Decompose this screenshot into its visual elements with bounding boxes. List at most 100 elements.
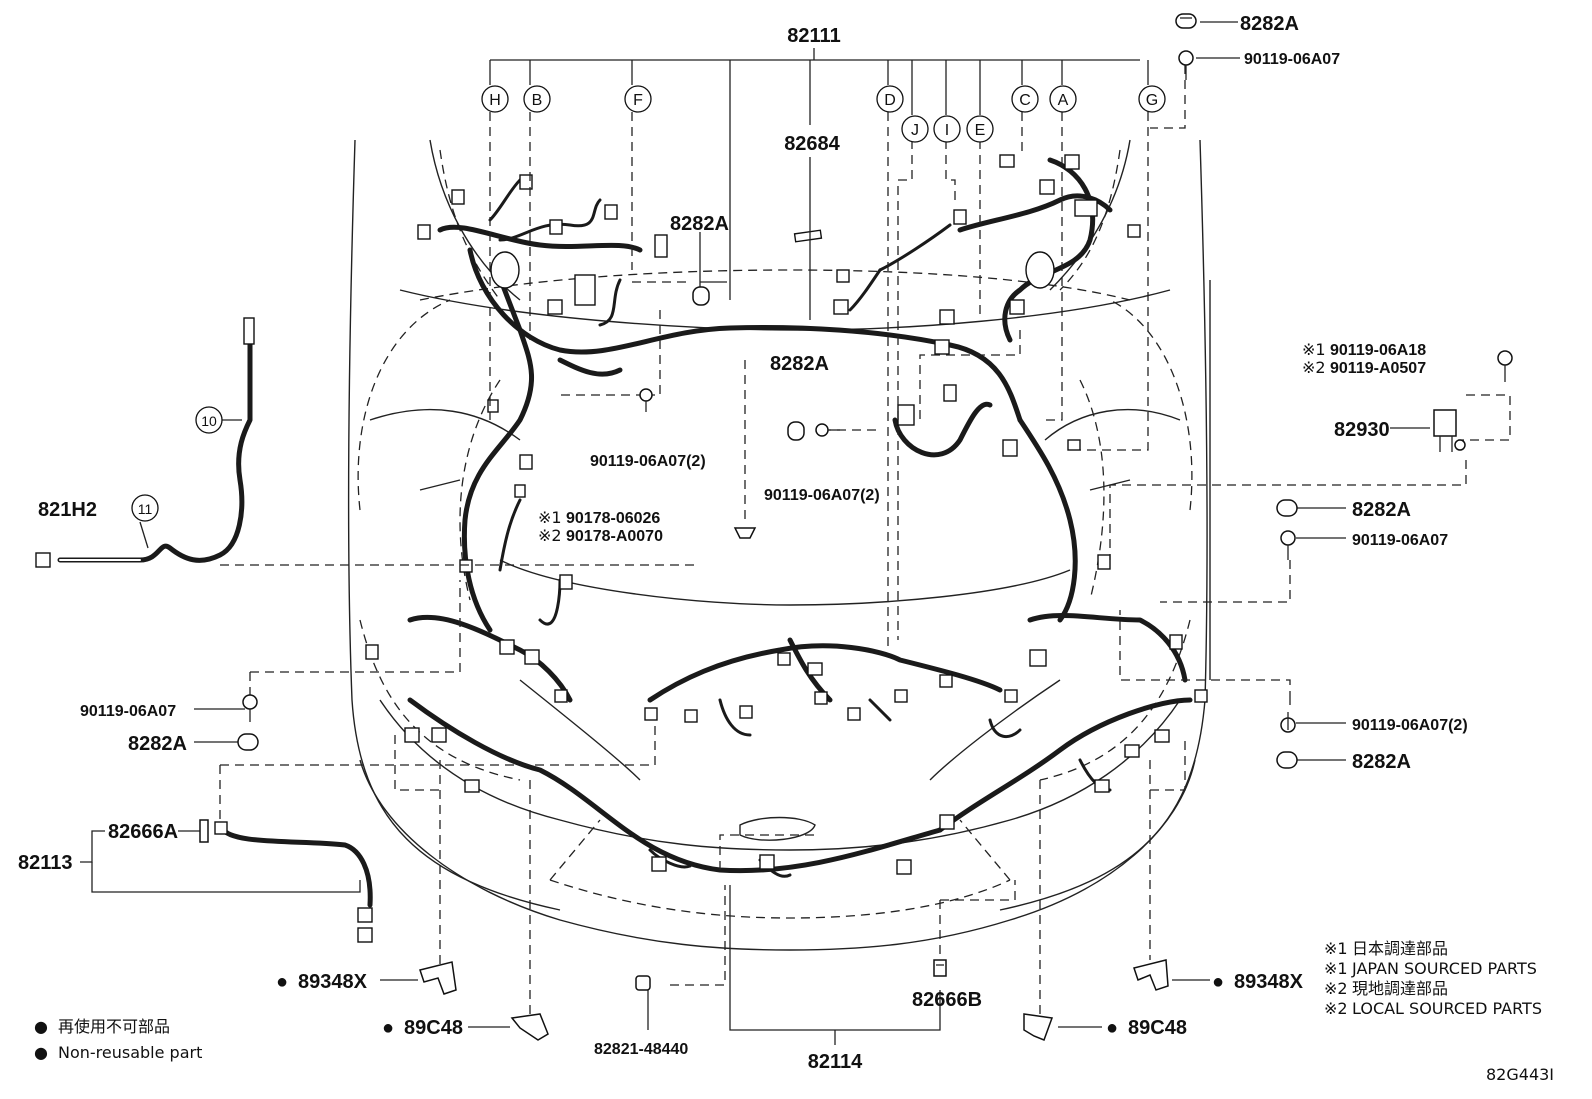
- bolt-icon: [1178, 50, 1194, 80]
- push-clip-icon: [733, 527, 757, 539]
- retainer-icon: [510, 1013, 549, 1041]
- label-89348x-left: 89348X: [298, 971, 368, 993]
- bracket-right-label: ● 89348X: [1212, 971, 1304, 993]
- part-icons: [199, 13, 1513, 1041]
- diagram-id: 82G443I: [1486, 1065, 1554, 1084]
- bracket-left-label: ● 89348X: [276, 971, 368, 993]
- legend-note2-jp: 現地調達部品: [1352, 979, 1448, 998]
- label-90178-a0070: 90178-A0070: [566, 528, 663, 545]
- clip-icon: [692, 286, 710, 306]
- note-mark-2: ※2: [1302, 358, 1326, 377]
- callout-b: B: [532, 92, 543, 109]
- clip-icon: [1276, 499, 1298, 517]
- relay-block-icon: [1433, 409, 1466, 452]
- non-reusable-bullet: ●: [1212, 971, 1224, 993]
- callout-11: 11: [138, 501, 153, 517]
- callout-j: J: [911, 122, 919, 139]
- dashed-leaders: [219, 65, 1511, 1015]
- note-mark-1: ※1: [1302, 340, 1326, 359]
- legend-mark-1-jp: ※1: [1324, 939, 1348, 958]
- label-82113: 82113: [18, 852, 73, 874]
- label-89c48-left: 89C48: [404, 1017, 463, 1039]
- label-82666b: 82666B: [912, 989, 982, 1011]
- non-reusable-bullet: ●: [382, 1017, 394, 1039]
- label-90178-06026: 90178-06026: [566, 510, 660, 527]
- label-821h2: 821H2: [38, 499, 97, 521]
- legend-mark-1-en: ※1: [1324, 959, 1348, 978]
- label-89348x-right: 89348X: [1234, 971, 1304, 993]
- legend-sourcing-notes: ※1 日本調達部品 ※1 JAPAN SOURCED PARTS ※2 現地調達…: [1324, 939, 1542, 1018]
- bolt-variant-list: ※1 90119-06A18 ※2 90119-A0507: [1302, 340, 1426, 377]
- callout-d: D: [884, 92, 896, 109]
- connector-icon: [635, 975, 651, 991]
- bracket-icon: [419, 961, 457, 995]
- label-8282a-right-lower: 8282A: [1352, 751, 1411, 773]
- bolt-icon: [1280, 530, 1296, 560]
- label-90119-06a07-2-center: 90119-06A07(2): [764, 487, 880, 504]
- label-90119-06a07-top: 90119-06A07: [1244, 51, 1340, 68]
- callout-circles: H B F D J I E C A G 10 11: [131, 85, 1166, 522]
- bolt-icon: [1497, 350, 1513, 382]
- label-8282a-top: 8282A: [1240, 13, 1299, 35]
- callout-i: I: [945, 122, 949, 139]
- legend-bullet-en: ●: [34, 1043, 48, 1062]
- label-82666a: 82666A: [108, 821, 178, 843]
- label-90119-06a18: 90119-06A18: [1330, 342, 1426, 359]
- label-82111: 82111: [787, 25, 840, 47]
- label-8282a-right: 8282A: [1352, 499, 1411, 521]
- label-90119-06a07-2-left: 90119-06A07(2): [590, 453, 706, 470]
- clip-icon: [1276, 751, 1298, 769]
- non-reusable-bullet: ●: [276, 971, 288, 993]
- legend-non-reusable-jp: 再使用不可部品: [58, 1017, 170, 1036]
- label-8282a-mid-left: 8282A: [670, 213, 729, 235]
- engine-room-harness: [57, 157, 1193, 908]
- label-8282a-mid-center: 8282A: [770, 353, 829, 375]
- label-82821-48440: 82821-48440: [594, 1041, 688, 1058]
- leader-lines: [80, 21, 1430, 1045]
- retainer-left-label: ● 89C48: [382, 1017, 463, 1039]
- callout-a: A: [1058, 92, 1069, 109]
- harness-connectors: [35, 154, 1208, 943]
- label-90119-a0507: 90119-A0507: [1330, 360, 1426, 377]
- callout-g: G: [1146, 92, 1158, 109]
- retainer-icon: [1023, 1013, 1054, 1041]
- legend-note1-jp: 日本調達部品: [1352, 939, 1448, 958]
- bolt-icon: [242, 694, 258, 722]
- legend-bullet-jp: ●: [34, 1017, 48, 1036]
- callout-10: 10: [201, 413, 217, 429]
- retainer-right-label: ● 89C48: [1106, 1017, 1187, 1039]
- label-82684: 82684: [784, 133, 840, 155]
- callout-h: H: [489, 92, 501, 109]
- bolt-icon: [815, 423, 840, 437]
- label-90119-06a07-2-right-lower: 90119-06A07(2): [1352, 717, 1468, 734]
- label-82114: 82114: [808, 1051, 863, 1073]
- label-8282a-left-lower: 8282A: [128, 733, 187, 755]
- clip-icon: [237, 733, 259, 751]
- callout-c: C: [1019, 92, 1031, 109]
- clamp-icon: [199, 819, 209, 843]
- clip-variant-list: ※1 90178-06026 ※2 90178-A0070: [538, 508, 663, 545]
- label-90119-06a07-right: 90119-06A07: [1352, 532, 1448, 549]
- legend-non-reusable: ● 再使用不可部品 ● Non-reusable part: [34, 1017, 202, 1062]
- label-89c48-right: 89C48: [1128, 1017, 1187, 1039]
- note-mark-1: ※1: [538, 508, 562, 527]
- legend-non-reusable-en: Non-reusable part: [58, 1043, 202, 1062]
- callout-e: E: [975, 122, 986, 139]
- clip-icon: [1175, 13, 1197, 29]
- legend-note1-en: JAPAN SOURCED PARTS: [1351, 959, 1537, 978]
- bracket-icon: [1133, 959, 1169, 991]
- bolt-icon: [1280, 712, 1296, 733]
- legend-mark-2-en: ※2: [1324, 999, 1348, 1018]
- part-number-labels: 82111 82684 8282A 90119-06A07 8282A 8282…: [18, 13, 1468, 1073]
- note-mark-2: ※2: [538, 526, 562, 545]
- callout-f: F: [633, 92, 643, 109]
- label-82930: 82930: [1334, 419, 1390, 441]
- bolt-icon: [639, 388, 653, 412]
- vehicle-body-outline: [347, 139, 1211, 951]
- non-reusable-bullet: ●: [1106, 1017, 1118, 1039]
- clip-icon: [787, 421, 805, 441]
- legend-mark-2-jp: ※2: [1324, 979, 1348, 998]
- label-90119-06a07-left-lower: 90119-06A07: [80, 703, 176, 720]
- clamp-icon: [933, 959, 947, 977]
